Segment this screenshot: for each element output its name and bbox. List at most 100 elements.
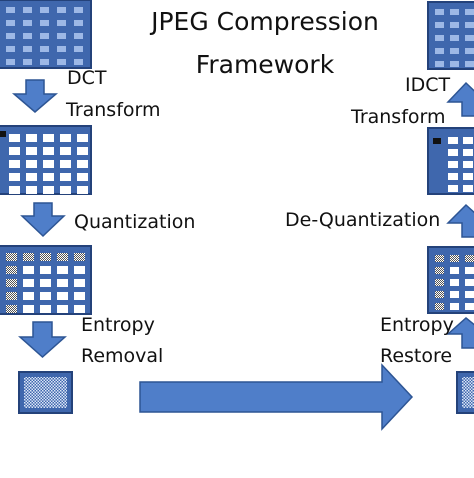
grid-cell: [23, 279, 34, 287]
grid-cell: [23, 266, 34, 274]
grid-cell: [40, 7, 49, 13]
grid-cell: [26, 160, 37, 168]
grid-cell: [23, 33, 32, 39]
grid-cell: [74, 7, 83, 13]
entropy-restore-label-line-2: Restore: [380, 345, 453, 367]
grid-cell: [23, 305, 34, 313]
grid-cell: [450, 303, 459, 310]
grid-cell: [9, 147, 20, 155]
grid-cell: [23, 20, 32, 26]
grid-cell: [40, 46, 49, 52]
grid-cell: [450, 255, 459, 262]
grid-cell: [463, 173, 473, 180]
entropy-restore-label-line-1: Entropy: [380, 314, 454, 336]
grid-cell: [6, 7, 15, 13]
grid-cell: [6, 33, 15, 39]
grid-cell: [450, 291, 459, 298]
grid-cell: [465, 255, 474, 262]
idct-label-line-2: Transform: [351, 106, 446, 128]
grid-cell: [74, 279, 85, 287]
grid-cell: [465, 48, 474, 54]
grid-cell: [60, 173, 71, 181]
grid-cell: [43, 147, 54, 155]
grid-cell: [465, 303, 474, 310]
grid-cell: [448, 149, 458, 156]
entropy-removal-label-line-1: Entropy: [81, 314, 155, 336]
entropy-removal-label-line-2: Removal: [81, 345, 164, 367]
grid-cell: [23, 253, 34, 261]
arrow-up-dequantization: [446, 203, 474, 238]
grid-cell: [9, 160, 20, 168]
grid-cell: [60, 147, 71, 155]
grid-cell: [6, 59, 15, 65]
grid-cell: [435, 267, 444, 274]
grid-cell: [448, 173, 458, 180]
grid-cell: [435, 48, 444, 54]
grid-cell: [26, 186, 37, 194]
received-quantized-block: [427, 246, 474, 314]
arrow-up-idct: [446, 81, 474, 117]
grid-cell: [450, 48, 459, 54]
grid-cell: [435, 279, 444, 286]
grid-cell: [60, 134, 71, 142]
grid-cell: [435, 22, 444, 28]
grid-cell: [23, 292, 34, 300]
grid-cell: [9, 173, 20, 181]
original-image-block: [0, 0, 92, 69]
grid-cell: [448, 185, 458, 192]
grid-cell: [463, 185, 473, 192]
grid-cell: [450, 22, 459, 28]
grid-cell: [40, 20, 49, 26]
grid-cell: [450, 9, 459, 15]
dequantization-label: De-Quantization: [285, 209, 441, 231]
quantization-label: Quantization: [74, 211, 196, 233]
grid-cell: [450, 35, 459, 41]
arrow-transmit-right: [139, 363, 414, 431]
grid-cell: [465, 35, 474, 41]
grid-cell: [6, 279, 17, 287]
grid-cell: [435, 255, 444, 262]
grid-cell: [6, 253, 17, 261]
grid-cell: [40, 253, 51, 261]
grid-cell: [57, 253, 68, 261]
grid-cell: [26, 147, 37, 155]
grid-cell: [463, 149, 473, 156]
grid-cell: [40, 266, 51, 274]
grid-cell: [60, 160, 71, 168]
received-bitstream-block: [456, 371, 474, 414]
original-image-cells: [6, 7, 83, 65]
idct-label-line-1: IDCT: [405, 74, 451, 96]
grid-cell: [23, 46, 32, 52]
grid-cell: [6, 20, 15, 26]
grid-cell: [74, 20, 83, 26]
arrow-down-entropy: [18, 321, 67, 359]
grid-cell: [57, 292, 68, 300]
dc-coefficient-marker: [0, 131, 6, 137]
grid-cell: [465, 279, 474, 286]
grid-cell: [463, 161, 473, 168]
grid-cell: [450, 279, 459, 286]
grid-cell: [74, 253, 85, 261]
grid-cell: [57, 305, 68, 313]
grid-cell: [465, 22, 474, 28]
dct-coefficients-block: [0, 125, 92, 195]
quantized-cells: [6, 253, 85, 313]
grid-cell: [40, 59, 49, 65]
grid-cell: [57, 279, 68, 287]
grid-cell: [450, 61, 459, 67]
diagram-title-line-1: JPEG Compression: [151, 7, 379, 36]
grid-cell: [57, 20, 66, 26]
grid-cell: [77, 173, 88, 181]
grid-cell: [74, 33, 83, 39]
arrow-up-entropy-restore: [446, 317, 474, 349]
diagram-title-line-2: Framework: [195, 50, 335, 79]
arrow-down-dct: [11, 79, 59, 113]
grid-cell: [23, 59, 32, 65]
grid-cell: [57, 33, 66, 39]
grid-cell: [6, 266, 17, 274]
grid-cell: [6, 46, 15, 52]
grid-cell: [435, 291, 444, 298]
compressed-bitstream-block: [18, 371, 73, 414]
dct-cells: [9, 134, 88, 194]
